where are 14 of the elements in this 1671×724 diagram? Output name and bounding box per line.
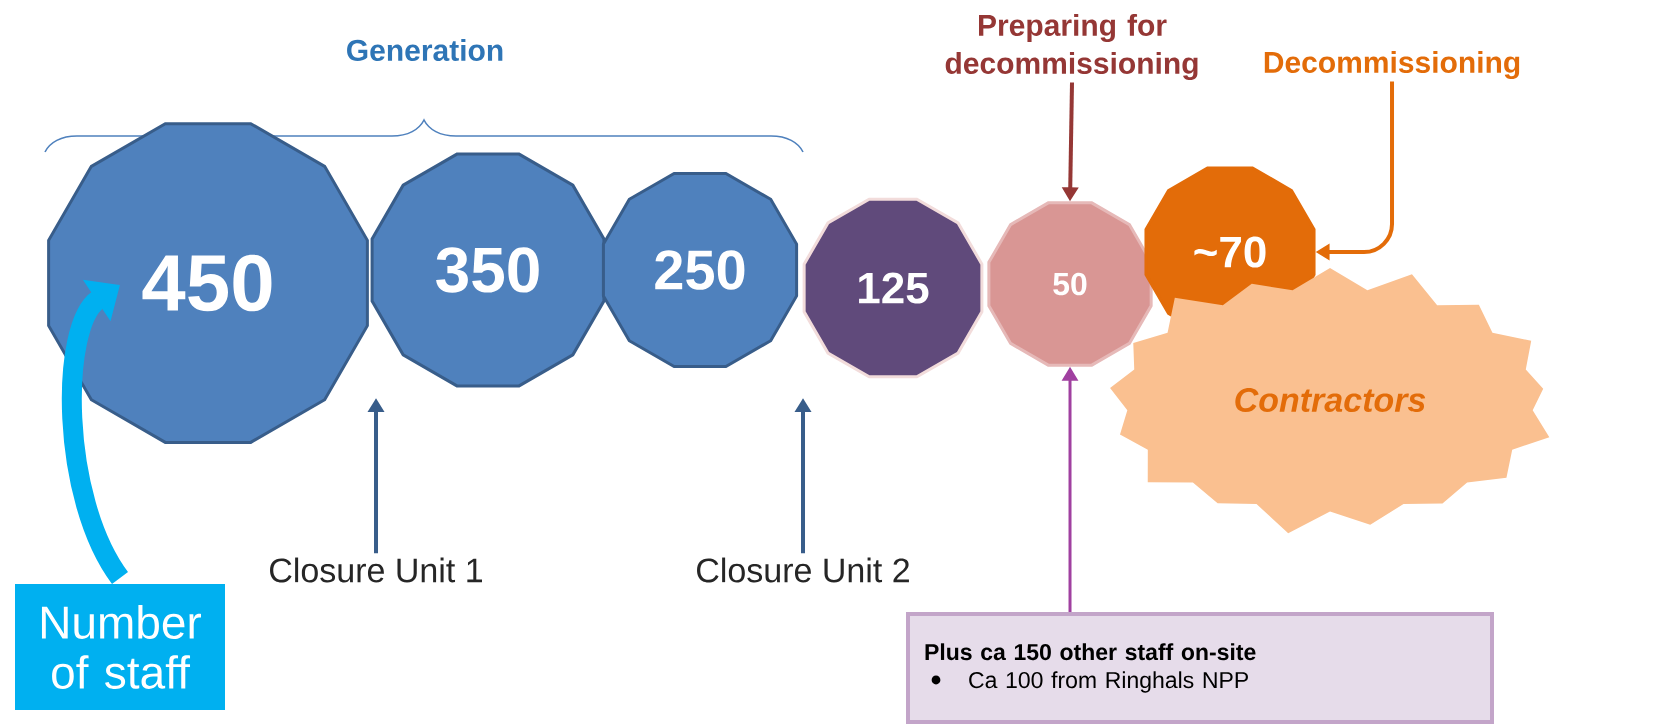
info-box: Plus ca 150 other staff on-site Ca 100 from Ringhals NPP (906, 612, 1494, 724)
starburst: Contractors (1110, 268, 1550, 534)
arrow (61, 279, 129, 584)
group-label: Generation (347, 39, 503, 61)
decagon: 450 (47, 122, 369, 444)
decagon: 50 (987, 201, 1153, 367)
decagon: 350 (370, 152, 606, 388)
decagon: 125 (802, 197, 984, 379)
label-box: Number of staff (9, 578, 231, 716)
decagon: 250 (601, 171, 799, 369)
phase-label: Decommissioning (1264, 50, 1520, 80)
phase-label: Preparing for decommissioning (945, 13, 1198, 81)
closure-label: Closure Unit 2 (697, 557, 909, 583)
closure-label: Closure Unit 1 (270, 557, 482, 583)
